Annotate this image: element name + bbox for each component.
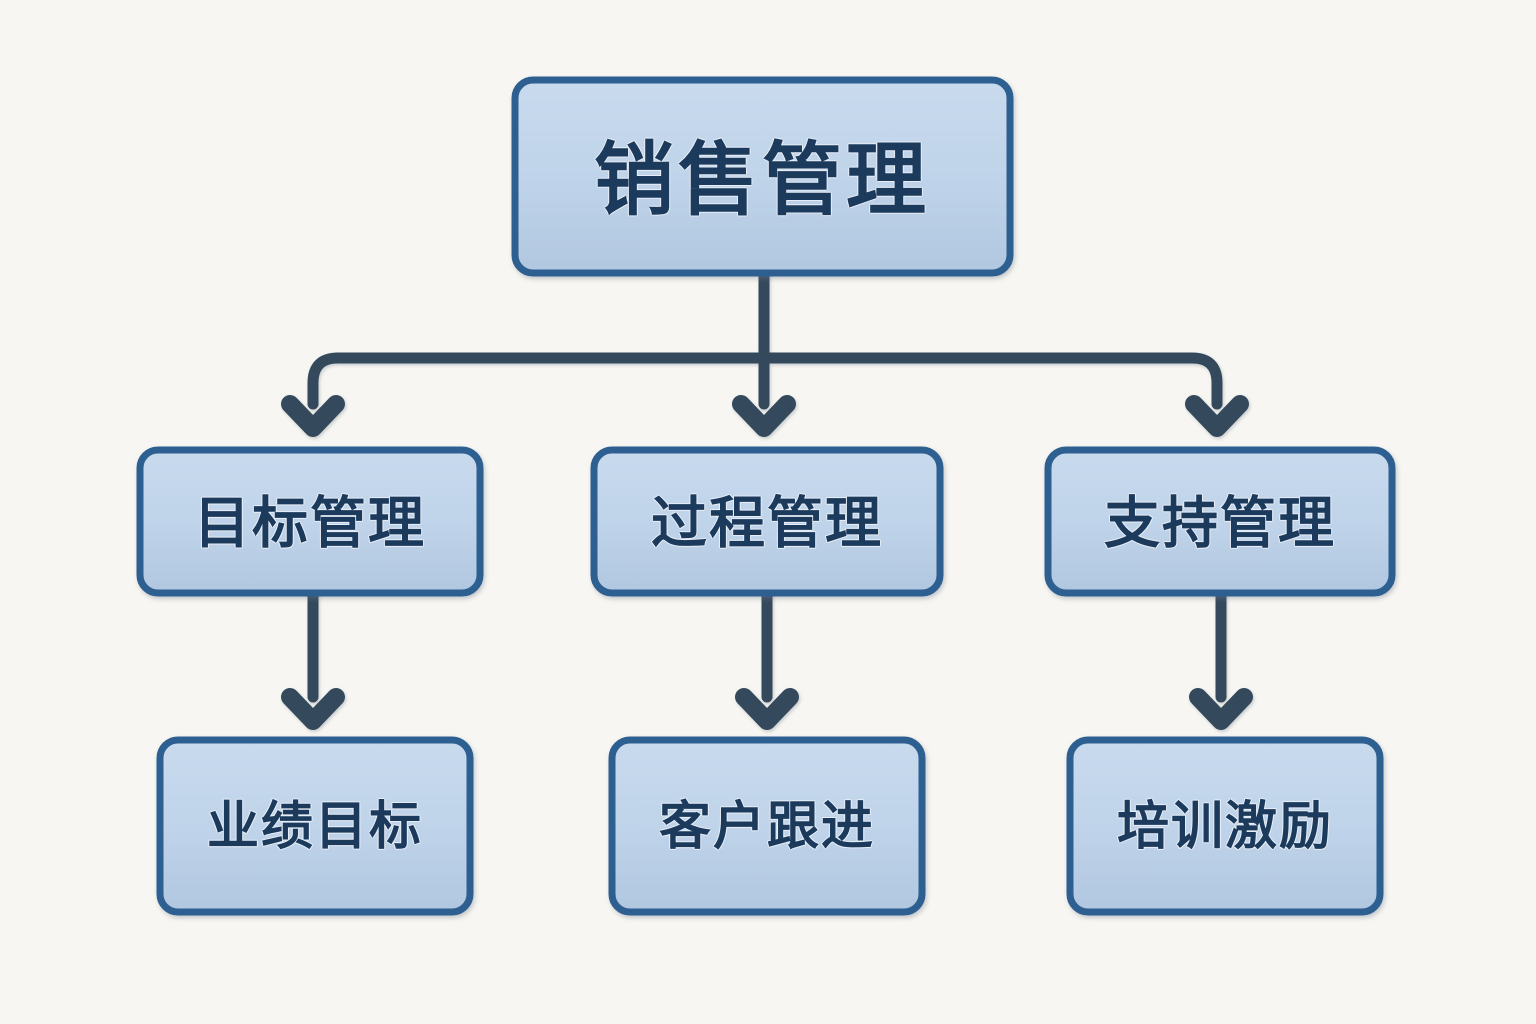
node-branch-1[interactable]: 目标管理: [136, 446, 484, 597]
node-branch-2[interactable]: 过程管理: [590, 446, 944, 597]
node-branch-3-label: 支持管理: [1104, 492, 1336, 555]
node-root-box[interactable]: [511, 76, 1014, 277]
node-leaf-1[interactable]: 业绩目标: [156, 736, 474, 916]
node-leaf-2[interactable]: 客户跟进: [608, 736, 926, 916]
node-branch-1-box[interactable]: [136, 446, 484, 597]
arrowhead-layer: [281, 395, 1253, 730]
node-leaf-2-box[interactable]: [608, 736, 926, 916]
node-branch-2-label: 过程管理: [651, 492, 883, 555]
node-root-label: 销售管理: [594, 136, 930, 225]
node-leaf-2-label: 客户跟进: [659, 798, 875, 856]
connector-layer: [307, 267, 1227, 703]
node-leaf-1-box[interactable]: [156, 736, 474, 916]
node-leaf-3-label: 培训激励: [1117, 798, 1333, 856]
arrowhead-icon-leaf3: [1189, 688, 1253, 730]
node-branch-3-box[interactable]: [1044, 446, 1396, 597]
node-leaf-3[interactable]: 培训激励: [1066, 736, 1384, 916]
node-leaf-1-label: 业绩目标: [207, 798, 423, 856]
arrowhead-icon-branch3: [1185, 395, 1249, 437]
connector-bus-right: [758, 352, 1223, 410]
arrowhead-icon-branch2: [732, 395, 796, 437]
arrowhead-icon-branch1: [281, 395, 345, 437]
arrowhead-icon-leaf1: [281, 688, 345, 730]
arrowhead-icon-leaf2: [735, 688, 799, 730]
node-root[interactable]: 销售管理: [511, 76, 1014, 277]
node-branch-1-label: 目标管理: [194, 492, 426, 555]
node-branch-2-box[interactable]: [590, 446, 944, 597]
connector-bus-left: [307, 352, 770, 410]
node-branch-3[interactable]: 支持管理: [1044, 446, 1396, 597]
node-leaf-3-box[interactable]: [1066, 736, 1384, 916]
